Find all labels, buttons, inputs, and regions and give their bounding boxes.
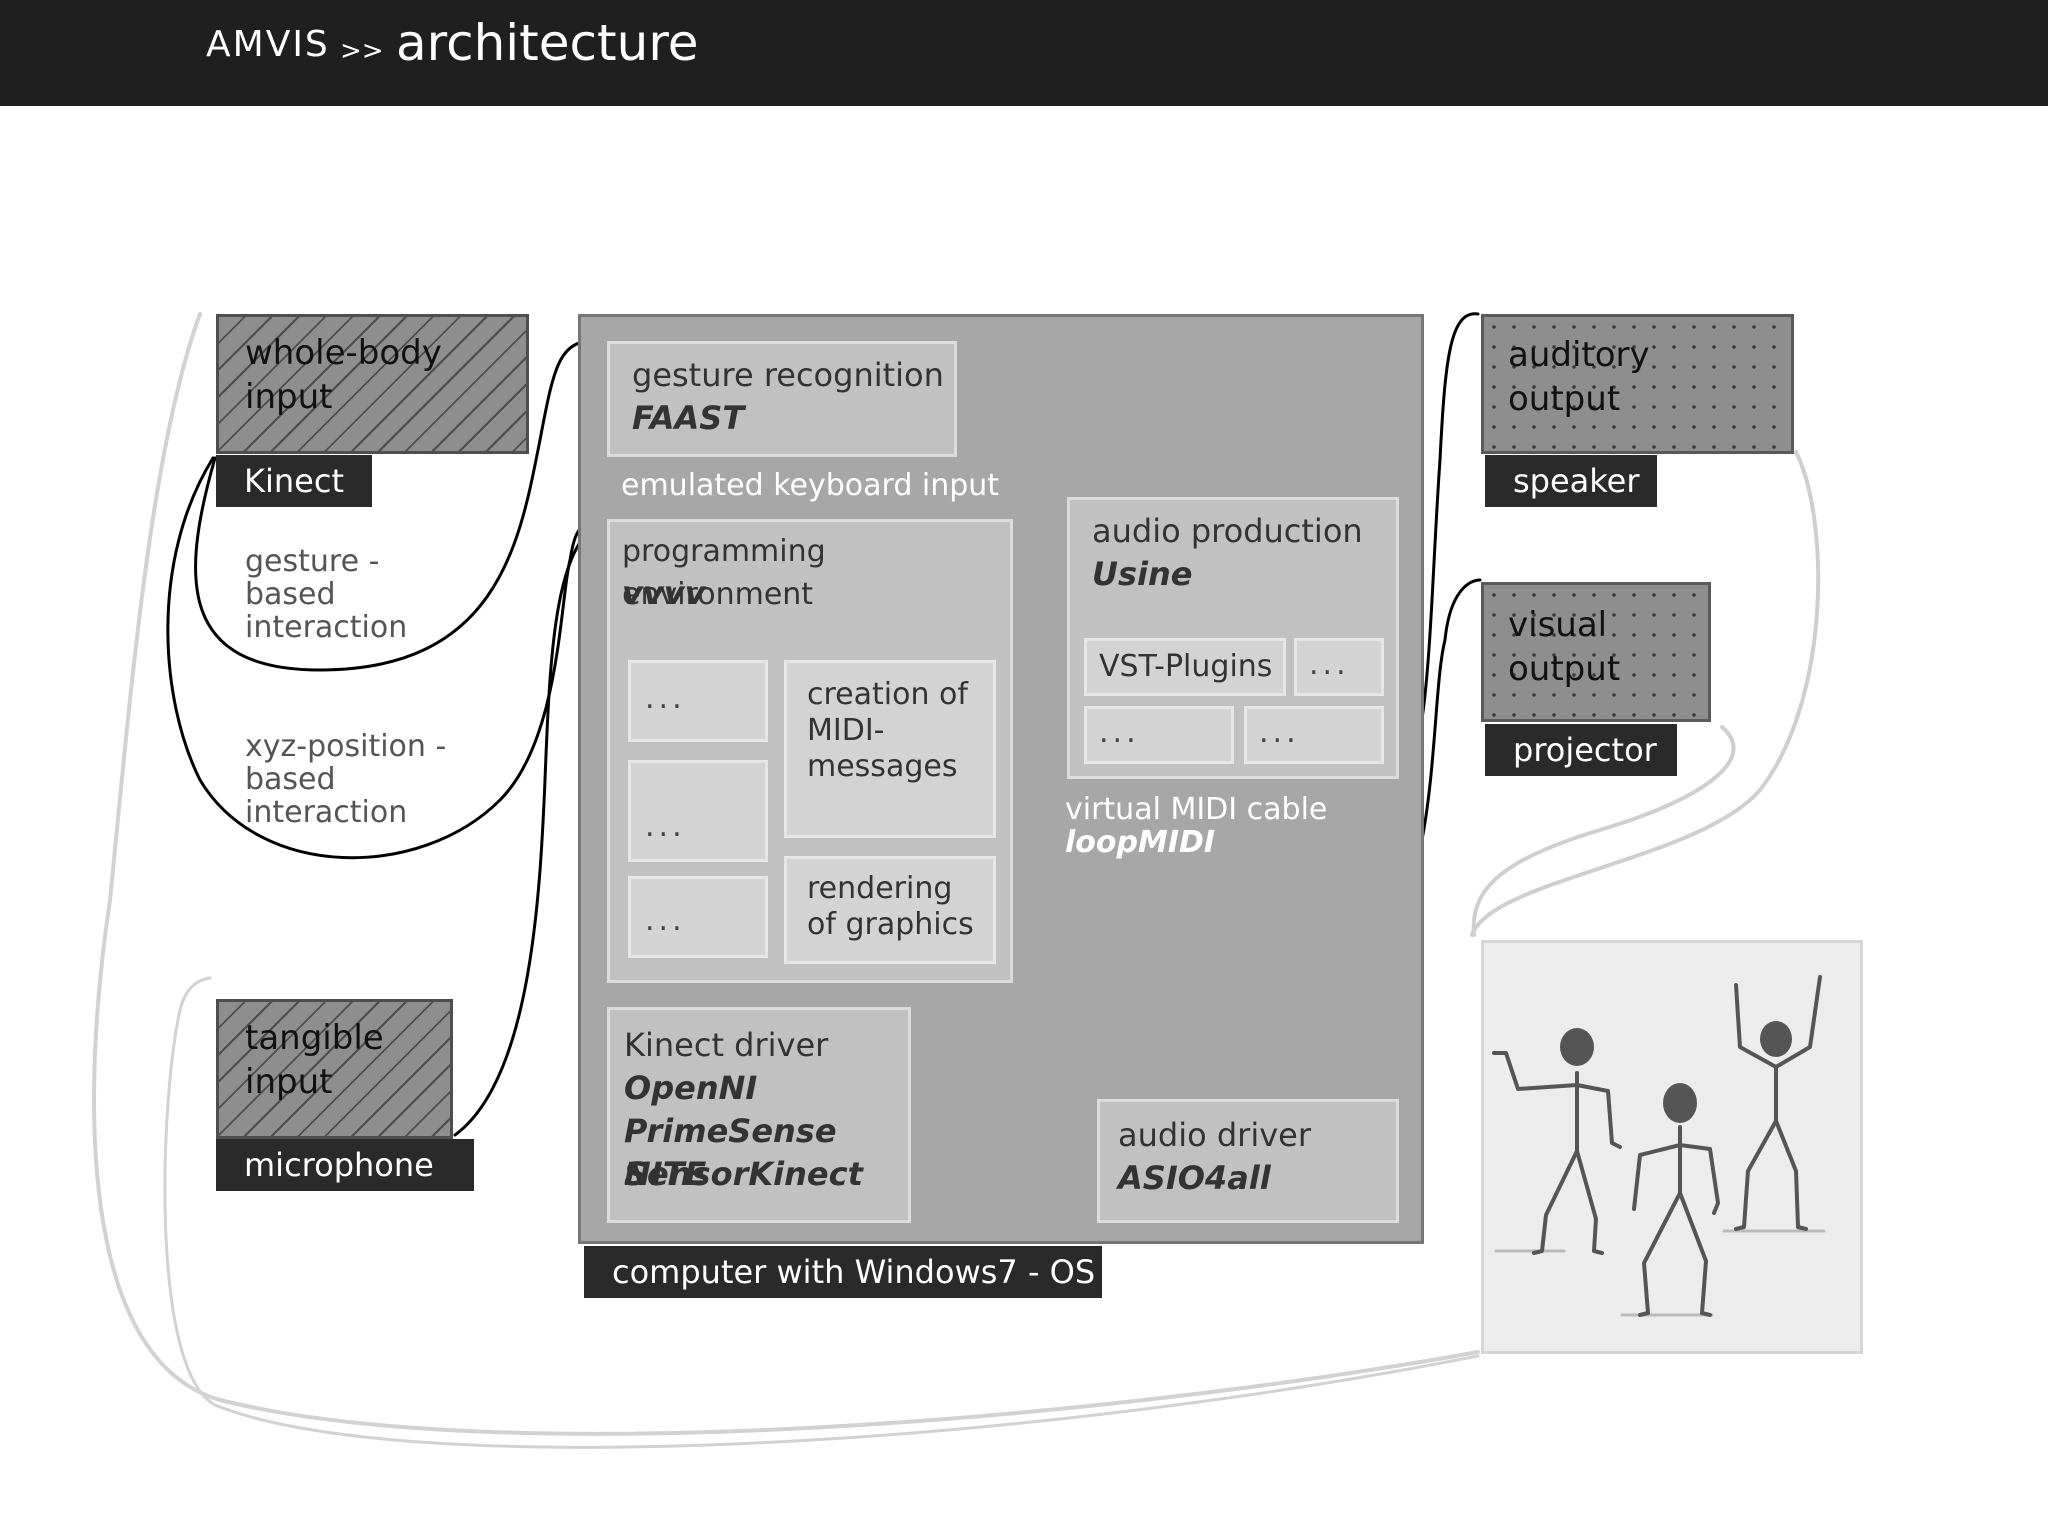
computer-os-tag: computer with Windows7 - OS <box>584 1246 1102 1298</box>
gesture-recognition-panel: gesture recognition FAAST <box>607 341 957 457</box>
kinect-driver-panel: Kinect driver OpenNI PrimeSense NITE Sen… <box>607 1007 911 1223</box>
kinect-driver-title: Kinect driver <box>624 1026 829 1064</box>
tangible-input-box: tangible input <box>216 999 453 1139</box>
whole-body-line1: whole-body <box>245 333 442 373</box>
whole-body-input-box: whole-body input <box>216 314 529 454</box>
gesture-line2: based <box>245 577 336 612</box>
loopmidi-label: loopMIDI <box>1065 825 1216 860</box>
sensorkinect-label: SensorKinect <box>624 1155 863 1193</box>
visual-line1: visual <box>1508 605 1608 645</box>
microphone-tag: microphone <box>216 1139 474 1191</box>
kinect-gesture-wire <box>194 338 602 672</box>
gesture-line1: gesture - <box>245 544 380 579</box>
ellipsis-6: ... <box>1259 715 1300 750</box>
xyz-interaction-label: xyz-position - based interaction <box>245 730 446 829</box>
nite-label: PrimeSense NITE <box>624 1112 837 1193</box>
kinect-tag: Kinect <box>216 455 372 507</box>
auditory-line2: output <box>1508 379 1621 419</box>
ellipsis-1: ... <box>645 681 686 716</box>
whole-body-line2: input <box>245 377 333 417</box>
xyz-line2: based <box>245 762 336 797</box>
header-bar: AMVIS >> architecture <box>0 0 2048 106</box>
audio-module-2: ... <box>1294 638 1384 696</box>
ellipsis-4: ... <box>1309 647 1350 682</box>
midi-line3: messages <box>807 749 958 784</box>
vst-plugins-label: VST-Plugins <box>1099 649 1273 684</box>
auditory-line1: auditory <box>1508 335 1650 375</box>
brand-name: AMVIS <box>206 24 330 65</box>
audio-module-4: ... <box>1244 706 1384 764</box>
gesture-line3: interaction <box>245 610 408 645</box>
gesture-recognition-title: gesture recognition <box>632 356 944 394</box>
tangible-line2: input <box>245 1062 333 1102</box>
speaker-to-audience-wire <box>1470 450 1821 937</box>
xyz-line1: xyz-position - <box>245 729 447 764</box>
microphone-wire <box>453 518 607 1137</box>
audio-driver-panel: audio driver ASIO4all <box>1097 1099 1399 1223</box>
faast-label: FAAST <box>632 399 745 437</box>
feedback-loop-wire-2 <box>163 976 1480 1449</box>
vvvv-module-2: ... <box>628 760 768 862</box>
vst-plugins-module: VST-Plugins <box>1084 638 1286 696</box>
computer-box: gesture recognition FAAST emulated keybo… <box>578 314 1424 1244</box>
ellipsis-3: ... <box>645 903 686 938</box>
projector-to-audience-wire <box>1471 725 1736 937</box>
breadcrumb-separator: >> <box>340 36 384 66</box>
vvvv-module-3: ... <box>628 876 768 958</box>
audio-driver-title: audio driver <box>1118 1116 1311 1154</box>
visual-line2: output <box>1508 649 1621 689</box>
auditory-output-box: auditory output <box>1481 314 1794 454</box>
gesture-interaction-label: gesture - based interaction <box>245 545 407 644</box>
audience-box <box>1481 940 1863 1354</box>
emulated-keyboard-label: emulated keyboard input <box>621 468 1000 503</box>
speaker-tag: speaker <box>1485 455 1657 507</box>
ellipsis-2: ... <box>645 809 686 844</box>
page-title: architecture <box>396 14 699 72</box>
feedback-loop-wire <box>92 312 1480 1436</box>
render-line2: of graphics <box>807 907 974 942</box>
midi-line1: creation of <box>807 677 968 712</box>
virtual-midi-cable-label: virtual MIDI cable <box>1065 792 1328 827</box>
asio-label: ASIO4all <box>1118 1159 1271 1197</box>
audio-module-3: ... <box>1084 706 1234 764</box>
tangible-line1: tangible <box>245 1018 384 1058</box>
audio-production-title: audio production <box>1092 512 1363 550</box>
midi-line2: MIDI- <box>807 713 885 748</box>
vvvv-label: vvvv <box>622 574 706 612</box>
ellipsis-5: ... <box>1099 715 1140 750</box>
rendering-module: rendering of graphics <box>784 856 996 964</box>
render-line1: rendering <box>807 871 953 906</box>
stick-figure-icon <box>1492 975 1826 1317</box>
vvvv-module-1: ... <box>628 660 768 742</box>
projector-tag: projector <box>1485 724 1677 776</box>
midi-messages-module: creation of MIDI- messages <box>784 660 996 838</box>
programming-environment-panel: programming environment vvvv ... ... ...… <box>607 519 1013 983</box>
programming-title: programming environment <box>622 534 826 612</box>
xyz-line3: interaction <box>245 795 408 830</box>
visual-output-box: visual output <box>1481 582 1711 722</box>
usine-label: Usine <box>1092 555 1193 593</box>
audio-production-panel: audio production Usine VST-Plugins ... .… <box>1067 497 1399 779</box>
openni-label: OpenNI <box>624 1069 758 1107</box>
